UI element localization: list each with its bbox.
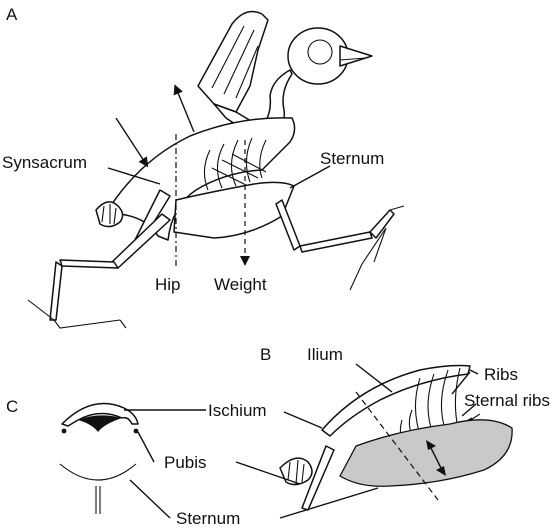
ilium-label: Ilium: [307, 345, 343, 364]
sternum-shaded: [340, 420, 512, 486]
sternum-a-label: Sternum: [320, 149, 384, 168]
sternum-c-leader-b: [280, 488, 378, 518]
pelvis-ribcage-detail: [280, 366, 512, 511]
ischium-label: Ischium: [208, 401, 267, 420]
panel-a-label: A: [6, 5, 18, 24]
sternum-cross-section: [60, 464, 136, 480]
sternum-c-leader: [130, 480, 170, 518]
sternum-a-leader: [290, 166, 330, 188]
sternum-c-label: Sternum: [176, 509, 240, 528]
ischium-leader-b: [284, 412, 322, 428]
synsacrum-label: Synsacrum: [2, 153, 87, 172]
sternal-ribs-label: Sternal ribs: [464, 391, 550, 410]
hip-label: Hip: [155, 275, 181, 294]
downward-force-arrow: [116, 118, 146, 164]
pubis-leader: [138, 432, 154, 462]
ischium-fill: [78, 415, 122, 432]
ribs-leader: [470, 370, 478, 374]
pubis-label: Pubis: [164, 453, 207, 472]
panel-b-label: B: [260, 345, 271, 364]
ribs-label: Ribs: [484, 365, 518, 384]
upward-force-arrow: [176, 88, 194, 132]
panel-c-label: C: [6, 397, 18, 416]
weight-label: Weight: [214, 275, 267, 294]
